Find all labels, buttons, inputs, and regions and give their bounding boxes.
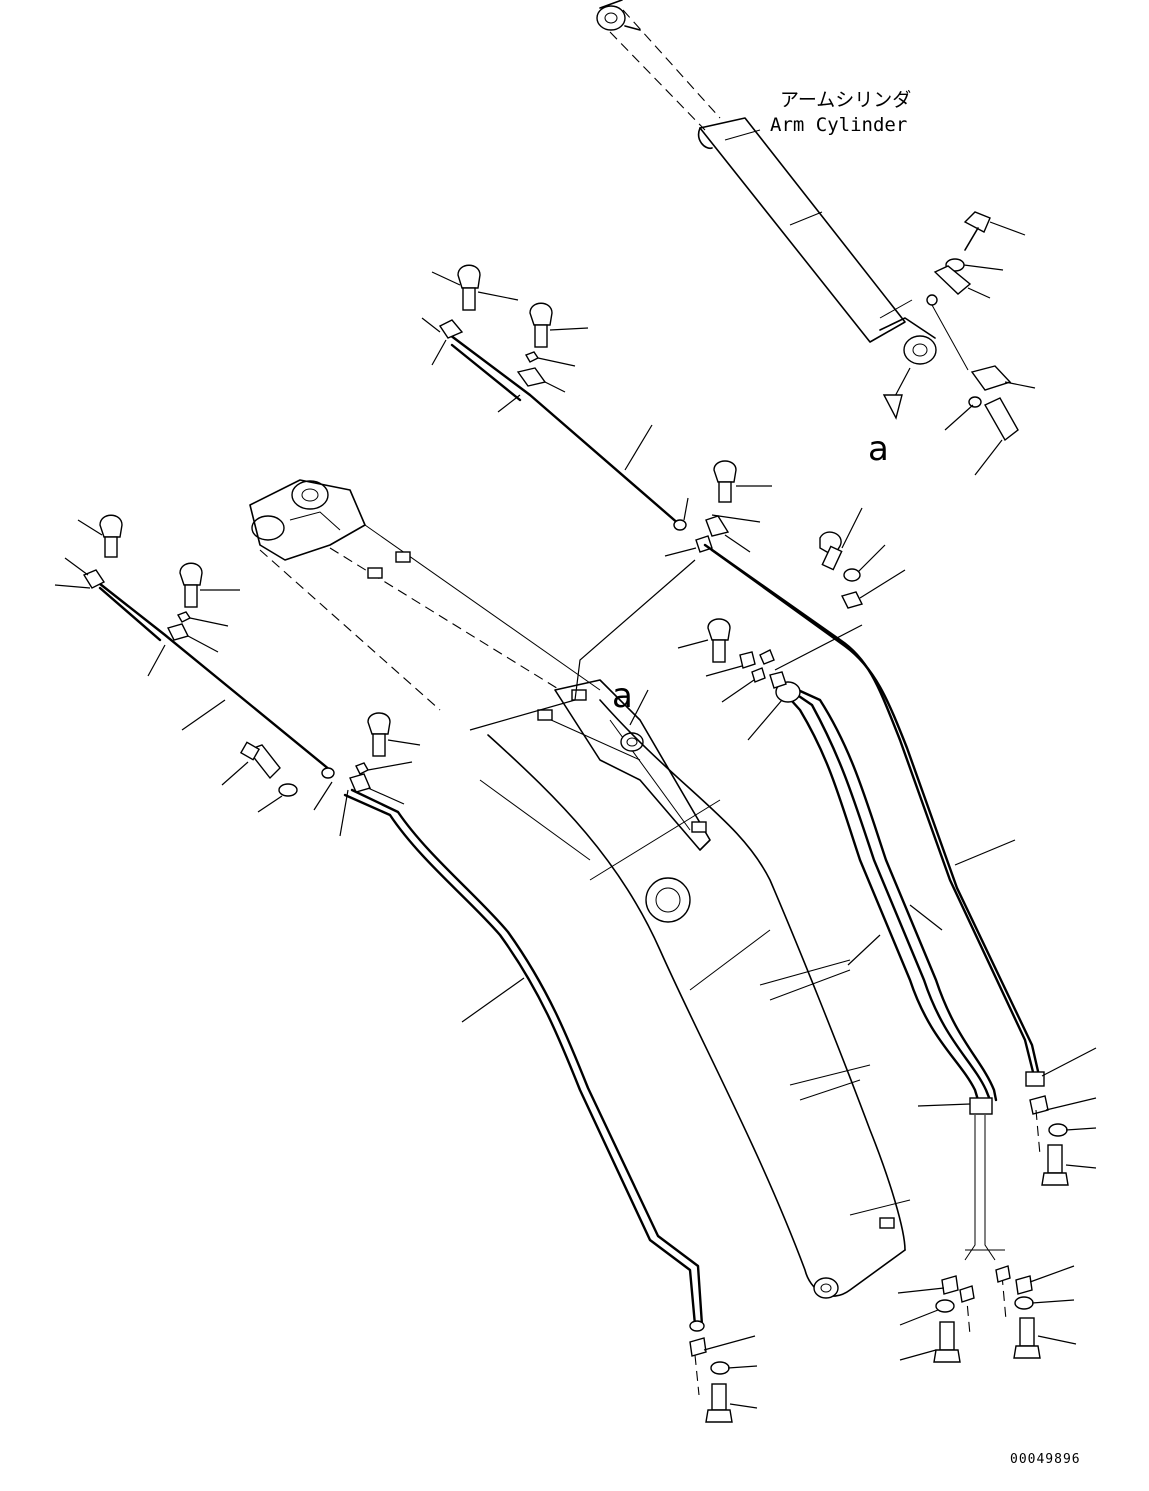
view-marker-a-boom: a [612,676,633,716]
arm-cylinder-label-jp: アームシリンダ [780,89,911,111]
pipe-right-double [677,507,1077,1363]
cylinder-head-fittings: a [868,211,1036,476]
bolt-right-double-upper [819,507,863,571]
bolt-left-end [705,1383,758,1423]
view-marker-a-top: a [868,429,889,469]
pipe-upper-left [421,264,772,557]
arm-structure: a [249,479,911,1299]
bolt-right-double-top [677,618,731,663]
arm-cylinder-label-en: Arm Cylinder [770,114,907,136]
bolt-mid-1 [713,460,772,503]
pipe-left-upper [54,514,421,837]
bolt-right-long-end [1041,1144,1097,1186]
drawing-number: 00049896 [1010,1452,1081,1467]
pipe-left-lower [343,788,758,1423]
bolt-left-3 [221,741,281,786]
bolt-lower-right-2 [1013,1317,1077,1359]
bolt-lower-right-1 [899,1321,961,1363]
bolt-upper-left-1 [431,264,519,311]
arm-cylinder [596,0,937,365]
arm-cylinder-title: アームシリンダ Arm Cylinder [770,89,911,136]
bolt-left-4 [367,712,421,757]
bolt-left-2 [179,562,240,608]
pipe-right-long [703,543,1097,1186]
bolt-upper-left-2 [529,302,589,348]
bolt-left-1 [77,514,123,558]
